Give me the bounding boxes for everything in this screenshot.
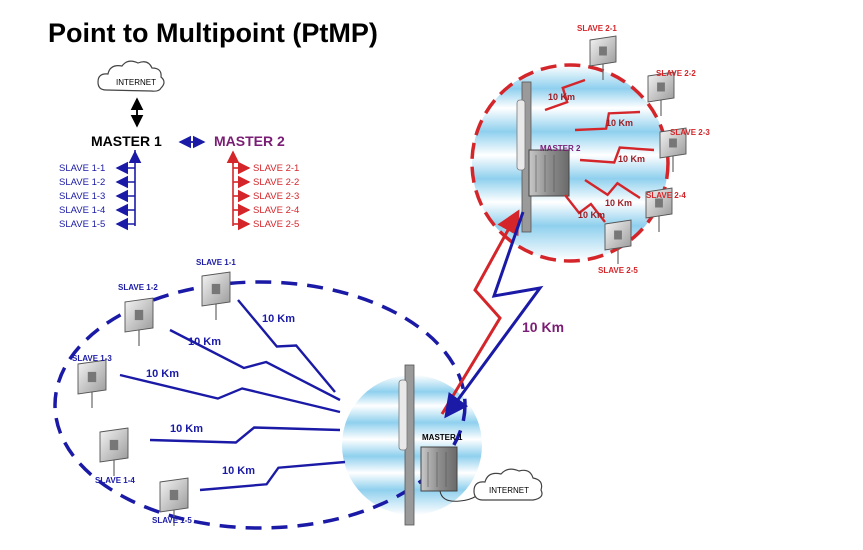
legend-internet-label: INTERNET (116, 78, 156, 87)
legend-slave2-label: SLAVE 2-3 (253, 191, 299, 202)
legend: INTERNET MASTER 1 MASTER 2 SLAVE 1-1SLAV… (59, 60, 299, 231)
slave1-link-distance-label: 10 Km (222, 465, 255, 477)
cluster2-boundary (470, 63, 670, 263)
slave2-label: SLAVE 2-5 (598, 266, 638, 275)
legend-slave1-label: SLAVE 1-1 (59, 163, 105, 174)
slave2-panel-antenna-icon (659, 127, 687, 172)
slave2-panel-antenna-icon (645, 187, 673, 232)
backhaul-blue-lightning-icon (444, 211, 544, 419)
legend-slave1-label: SLAVE 1-3 (59, 191, 105, 202)
backhaul-distance-label: 10 Km (522, 319, 564, 335)
page-title: Point to Multipoint (PtMP) (48, 18, 378, 48)
legend-slave2-label: SLAVE 2-1 (253, 163, 299, 174)
slave1-link-distance-label: 10 Km (146, 368, 179, 380)
legend-slave1-label: SLAVE 1-4 (59, 205, 105, 216)
slave1-label: SLAVE 1-2 (118, 283, 158, 292)
slave2-link-distance-label: 10 Km (606, 118, 633, 128)
slave2-link-distance-label: 10 Km (548, 92, 575, 102)
slave1-panel-antenna-icon (201, 271, 231, 320)
legend-slave2-label: SLAVE 2-2 (253, 177, 299, 188)
slave1-label: SLAVE 1-1 (196, 258, 236, 267)
legend-master1-label: MASTER 1 (91, 133, 162, 149)
master1-radio-box-icon (420, 446, 458, 492)
slave2-lightning-link-icon (564, 194, 606, 223)
legend-slave2-label: SLAVE 2-4 (253, 205, 299, 216)
master2-radio-box-icon (528, 149, 570, 197)
slave1-lightning-link-icon (149, 426, 341, 444)
slave1-label: SLAVE 1-3 (72, 354, 112, 363)
master2-antenna-icon (516, 81, 570, 233)
cluster1-cloud-icon: INTERNET (473, 468, 543, 501)
slave1-lightning-link-icon (237, 299, 336, 393)
legend-slave1-label: SLAVE 1-5 (59, 219, 105, 230)
slave2-panel-antenna-icon (604, 219, 632, 264)
backhaul-red-lightning-icon (440, 209, 520, 415)
slave1-panel-antenna-icon (159, 477, 189, 526)
slave2-link-distance-label: 10 Km (605, 198, 632, 208)
slave2-label: SLAVE 2-1 (577, 24, 617, 33)
cloud-icon: INTERNET (97, 60, 165, 92)
slave1-lightning-link-icon (199, 460, 346, 492)
slave2-lightning-link-icon (574, 110, 641, 132)
slave2-label: SLAVE 2-3 (670, 128, 710, 137)
slave2-label: SLAVE 2-2 (656, 69, 696, 78)
cluster1-internet-label: INTERNET (489, 486, 529, 495)
slave1-link-distance-label: 10 Km (170, 423, 203, 435)
slave1-panel-antenna-icon (99, 427, 129, 476)
slave1-link-distance-label: 10 Km (188, 336, 221, 348)
slave2-panel-antenna-icon (589, 35, 617, 80)
slave1-label: SLAVE 1-5 (152, 516, 192, 525)
slave1-link-distance-label: 10 Km (262, 313, 295, 325)
slave2-label: SLAVE 2-4 (646, 191, 686, 200)
master2-label: MASTER 2 (540, 144, 581, 153)
slave1-label: SLAVE 1-4 (95, 476, 135, 485)
legend-slave1-label: SLAVE 1-2 (59, 177, 105, 188)
legend-master2-label: MASTER 2 (214, 133, 285, 149)
slave1-panel-antenna-icon (77, 359, 107, 408)
slave1-lightning-link-icon (119, 373, 341, 414)
master1-label: MASTER 1 (422, 433, 463, 442)
slave2-link-distance-label: 10 Km (618, 154, 645, 164)
backhaul-link: 10 Km (440, 209, 564, 419)
slave1-panel-antenna-icon (124, 297, 154, 346)
slave2-lightning-link-icon (579, 146, 655, 164)
master1-antenna-icon (398, 364, 483, 526)
slave2-panel-antenna-icon (647, 71, 675, 116)
slave2-lightning-link-icon (544, 78, 586, 112)
slave1-lightning-link-icon (169, 328, 341, 402)
cluster1: MASTER 1 INTERNET 10 Km 10 Km 10 Km 10 Km 10… (53, 258, 543, 530)
legend-slave2-label: SLAVE 2-5 (253, 219, 299, 230)
slave2-link-distance-label: 10 Km (578, 210, 605, 220)
slave2-lightning-link-icon (584, 178, 641, 200)
